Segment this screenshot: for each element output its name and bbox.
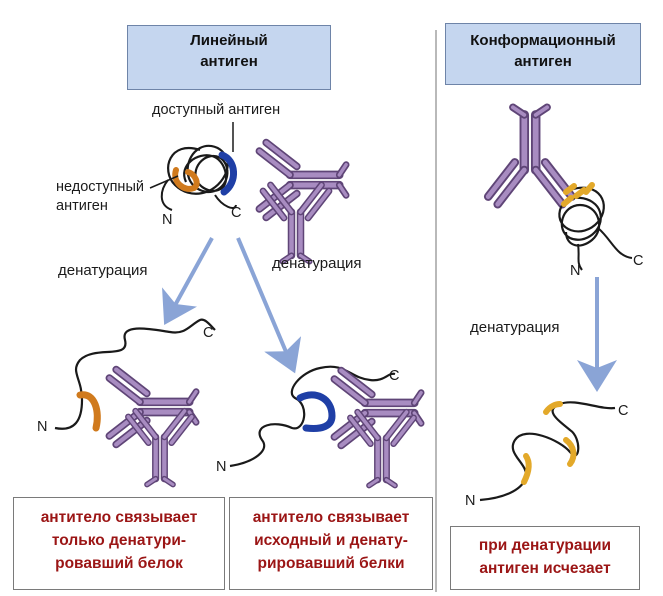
result-right-line-1: при денатурации bbox=[478, 537, 612, 554]
hidden-epitope-exposed bbox=[76, 391, 101, 432]
result-left-line-1: антитело связывает bbox=[40, 509, 198, 526]
denatured-chain-middle bbox=[229, 365, 396, 468]
hidden-epitope-native bbox=[172, 167, 200, 192]
result-native-and-denatured: антитело связывает исходный и денату- ри… bbox=[229, 497, 433, 590]
column-divider bbox=[435, 30, 437, 592]
antibody-denatured-left-2 bbox=[128, 411, 191, 484]
linear-title-line-2: антиген bbox=[200, 53, 258, 70]
denatured-chain-right bbox=[479, 401, 616, 502]
denatured-chain-left bbox=[54, 318, 216, 430]
result-left-line-3: ровавший белок bbox=[55, 555, 183, 572]
c-terminus-left: C bbox=[203, 325, 214, 341]
n-terminus-right: N bbox=[465, 493, 476, 509]
c-terminus-conformational: C bbox=[633, 253, 644, 269]
native-protein-tangle bbox=[160, 144, 237, 211]
result-middle-line-3: рировавший белки bbox=[257, 555, 405, 572]
conformational-antigen-title: Конформационный антиген bbox=[445, 23, 641, 85]
conformational-epitope-patches bbox=[561, 182, 595, 207]
result-middle-line-1: антитело связывает bbox=[252, 509, 410, 526]
denaturation-label-right: денатурация bbox=[470, 319, 560, 336]
linear-title-line-1: Линейный bbox=[190, 32, 268, 49]
denaturation-arrow-left bbox=[162, 237, 214, 326]
exposed-epitope-native bbox=[218, 151, 237, 196]
antibody-denatured-middle-2 bbox=[350, 412, 413, 485]
exposed-epitope-denatured bbox=[296, 391, 336, 432]
conformational-title-line-2: антиген bbox=[514, 53, 572, 70]
c-terminus-right: C bbox=[618, 403, 629, 419]
n-terminus-conformational: N bbox=[570, 263, 581, 279]
n-terminus-middle: N bbox=[216, 459, 227, 475]
result-left-line-2: только денатури- bbox=[51, 532, 187, 549]
accessible-antigen-label: доступный антиген bbox=[152, 102, 281, 118]
denaturation-arrow-middle bbox=[236, 237, 302, 374]
result-right-line-2: антиген исчезает bbox=[479, 560, 611, 577]
c-terminus-native: C bbox=[231, 205, 242, 221]
n-terminus-left: N bbox=[37, 419, 48, 435]
scattered-epitope-fragments bbox=[521, 401, 577, 485]
linear-antigen-title: Линейный антиген bbox=[127, 25, 331, 90]
inaccessible-antigen-label-line-1: недоступный bbox=[56, 179, 144, 195]
result-middle-line-2: исходный и денату- bbox=[254, 532, 408, 549]
n-terminus-native: N bbox=[162, 212, 173, 228]
c-terminus-middle: C bbox=[389, 368, 400, 384]
result-antigen-disappears: при денатурации антиген исчезает bbox=[450, 526, 640, 590]
conformational-protein-tangle bbox=[558, 186, 633, 271]
conformational-title-line-1: Конформационный bbox=[470, 32, 616, 49]
antibody-conformational bbox=[488, 107, 572, 204]
inaccessible-pointer-line bbox=[149, 175, 179, 189]
result-only-denatured: антитело связывает только денатури- рова… bbox=[13, 497, 225, 590]
inaccessible-antigen-label-line-2: антиген bbox=[56, 198, 108, 214]
denaturation-label-left: денатурация bbox=[58, 262, 148, 279]
denaturation-label-middle: денатурация bbox=[272, 255, 362, 272]
